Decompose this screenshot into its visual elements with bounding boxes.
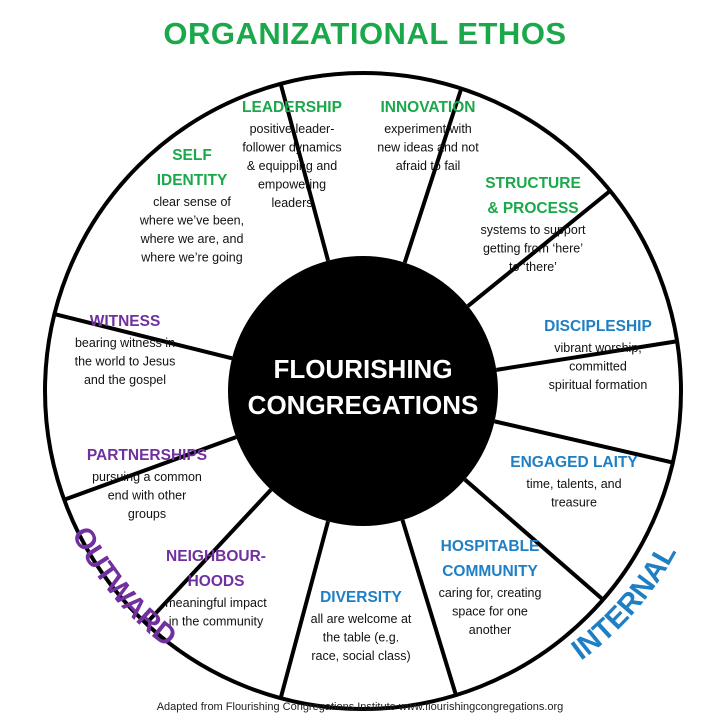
segment-description: empowering <box>258 178 326 192</box>
segment-title: NEIGHBOUR- <box>166 548 266 565</box>
wheel-spoke <box>496 339 678 372</box>
segment-description: where we are, and <box>140 232 244 246</box>
segment-description: pursuing a common <box>92 470 202 484</box>
segment-description: positive leader- <box>250 122 335 136</box>
segment-title: SELF <box>172 147 212 164</box>
segment-title: INNOVATION <box>380 99 475 116</box>
wheel-segment: WITNESS bearing witness in the world to Je… <box>75 313 176 387</box>
segment-description: & equipping and <box>247 159 337 173</box>
wheel-spoke <box>278 83 330 262</box>
segment-description: follower dynamics <box>242 141 341 155</box>
segment-description: in the community <box>169 615 264 629</box>
segment-description: the world to Jesus <box>75 355 176 369</box>
wheel-spoke <box>144 488 273 625</box>
center-hub <box>228 256 498 526</box>
attribution-footer: Adapted from Flourishing Congregations I… <box>156 701 564 713</box>
wheel-segment: HOSPITABLE COMMUNITY caring for, creating s… <box>439 538 542 637</box>
segment-description: getting from ‘here’ <box>483 242 583 256</box>
wheel-segment: INNOVATION experiment with new ideas and n… <box>377 99 479 173</box>
wheel-segment: LEADERSHIP positive leader-follower dynam… <box>242 99 342 210</box>
segment-description: vibrant worship, <box>554 341 642 355</box>
segment-description: race, social class) <box>311 649 410 663</box>
segment-description: where we’re going <box>140 251 242 265</box>
segment-title: HOODS <box>188 573 245 590</box>
segment-description: treasure <box>551 496 597 510</box>
segment-title: LEADERSHIP <box>242 99 342 116</box>
wheel-segment: SELF IDENTITY clear sense of where we’ve be… <box>139 147 244 265</box>
wheel-segment: NEIGHBOUR- HOODS meaningful impact in the c… <box>165 548 267 629</box>
segment-description: end with other <box>108 489 187 503</box>
segment-title: ENGAGED LAITY <box>510 454 638 471</box>
segment-description: committed <box>569 360 627 374</box>
wheel-spoke <box>53 312 233 361</box>
wheel-spoke <box>402 87 464 264</box>
segment-description: afraid to fail <box>396 159 461 173</box>
segment-description: to ‘there’ <box>509 260 557 274</box>
segment-description: all are welcome at <box>311 612 412 626</box>
segment-description: new ideas and not <box>377 141 479 155</box>
wheel-segment: PARTNERSHIPS pursuing a common end with ot… <box>87 447 207 521</box>
segment-description: groups <box>128 507 166 521</box>
segment-title: IDENTITY <box>157 172 228 189</box>
segment-description: and the gospel <box>84 373 166 387</box>
segment-description: time, talents, and <box>526 477 621 491</box>
wheel-spoke <box>400 519 458 696</box>
segment-title: & PROCESS <box>487 200 578 217</box>
segment-description: caring for, creating <box>439 586 542 600</box>
wheel-segment: ENGAGED LAITY time, talents, and treasure <box>510 454 638 510</box>
wheel-spoke <box>494 419 674 465</box>
center-line-2: CONGREGATIONS <box>248 390 479 420</box>
segment-description: bearing witness in <box>75 336 175 350</box>
wheel-spoke <box>278 520 330 699</box>
segment-title: STRUCTURE <box>485 175 581 192</box>
wheel-segment: DIVERSITY all are welcome at the table (e.… <box>311 589 412 663</box>
wheel-spoke <box>466 189 612 308</box>
wheel-segment: STRUCTURE & PROCESS systems to support gett… <box>481 175 586 274</box>
wheel-spoke <box>63 435 237 502</box>
segment-description: the table (e.g. <box>323 631 399 645</box>
segment-description: spiritual formation <box>549 378 648 392</box>
segment-title: PARTNERSHIPS <box>87 447 207 464</box>
segment-description: where we’ve been, <box>139 214 244 228</box>
segment-title: DISCIPLESHIP <box>544 318 652 335</box>
center-line-1: FLOURISHING <box>273 354 452 384</box>
segment-title: HOSPITABLE <box>441 538 540 555</box>
segment-title: COMMUNITY <box>442 563 538 580</box>
segment-description: leaders <box>272 196 313 210</box>
wheel-spoke <box>463 478 605 602</box>
diagram-title: ORGANIZATIONAL ETHOS <box>163 16 567 51</box>
segment-description: systems to support <box>481 223 586 237</box>
segment-description: meaningful impact <box>165 596 267 610</box>
segment-description: clear sense of <box>153 195 231 209</box>
segment-labels: LEADERSHIP positive leader-follower dynam… <box>75 99 652 663</box>
segment-description: another <box>469 623 511 637</box>
segment-description: experiment with <box>384 122 472 136</box>
segment-description: space for one <box>452 605 528 619</box>
segment-title: DIVERSITY <box>320 589 402 606</box>
segment-title: WITNESS <box>90 313 161 330</box>
wheel-spokes <box>53 83 678 699</box>
wheel-segment: DISCIPLESHIP vibrant worship, committed spi… <box>544 318 652 392</box>
